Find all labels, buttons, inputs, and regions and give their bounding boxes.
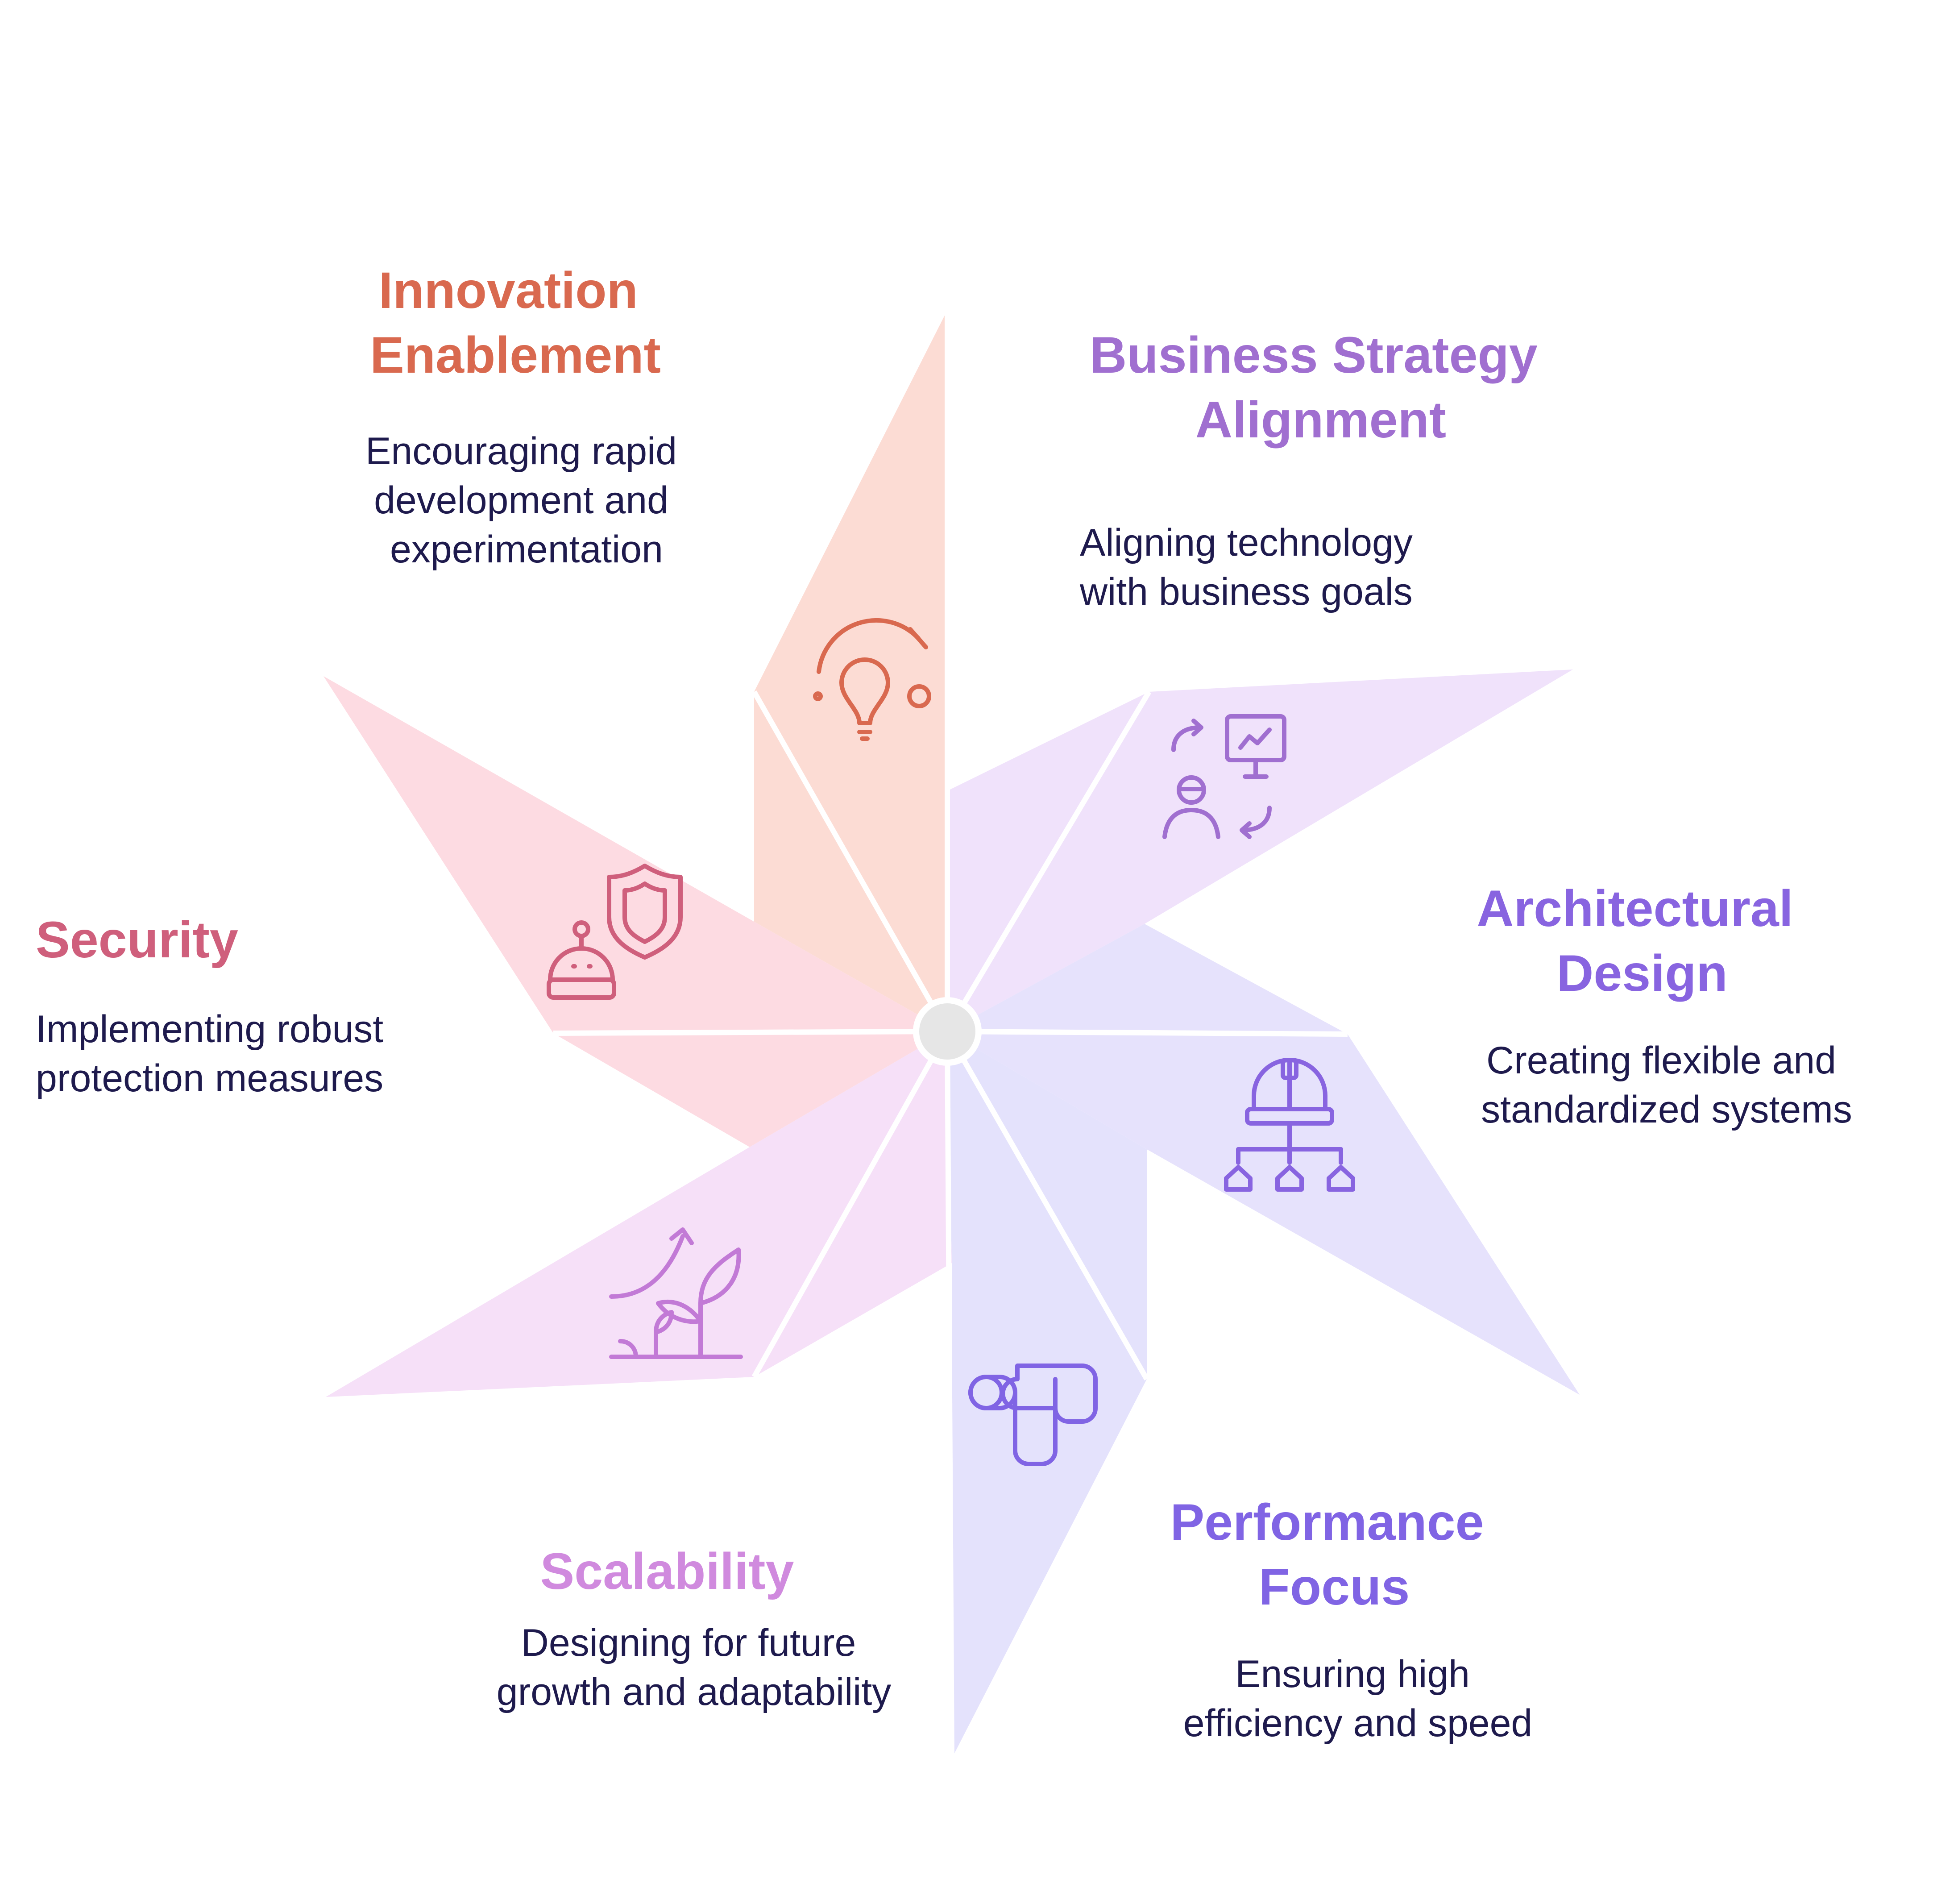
svg-text:Aligning technology with: Aligning technology with business goals bbox=[1079, 521, 1423, 613]
person-presentation-icon bbox=[1162, 714, 1286, 839]
blade-performance bbox=[947, 1031, 1147, 1758]
svg-text:Ensuring high efficiency: Ensuring high efficiency and speed bbox=[1183, 1653, 1533, 1745]
business-desc-line-2: with business goals bbox=[1079, 570, 1413, 613]
svg-text:Implementing robust prot: Implementing robust protection measures bbox=[36, 1008, 394, 1100]
blade-business bbox=[947, 669, 1573, 1031]
innovation-desc-line-2: development and bbox=[374, 479, 668, 522]
segment-architecture: Architectural Design Creating flexible a… bbox=[1477, 880, 1852, 1131]
blade-innovation bbox=[754, 310, 947, 1031]
innovation-title-line-2: Enablement bbox=[370, 327, 661, 384]
svg-text:Encouraging rapid develo: Encouraging rapid development and experi… bbox=[365, 430, 688, 571]
segment-scalability: Scalability Designing for future growth … bbox=[497, 1543, 891, 1713]
plant-growth-icon bbox=[609, 1227, 743, 1359]
performance-desc-line-2: efficiency and speed bbox=[1183, 1702, 1533, 1745]
business-title-line-2: Alignment bbox=[1195, 391, 1446, 449]
hardhat-hierarchy-icon bbox=[1224, 1058, 1355, 1192]
scalability-title-line-1: Scalability bbox=[540, 1543, 794, 1600]
svg-text:Innovation Enablement: Innovation Enablement bbox=[370, 262, 661, 384]
innovation-title-line-1: Innovation bbox=[378, 262, 638, 319]
segment-business: Business Strategy Alignment Aligning tec… bbox=[1079, 327, 1551, 613]
blade-architecture bbox=[947, 924, 1580, 1395]
svg-text:Performance Focus: Performance Focus bbox=[1170, 1494, 1498, 1616]
svg-text:Creating flexible and st: Creating flexible and standardized syste… bbox=[1481, 1039, 1852, 1131]
performance-title-line-2: Focus bbox=[1259, 1559, 1410, 1616]
innovation-desc-line-1: Encouraging rapid bbox=[365, 430, 677, 473]
architecture-title-line-1: Architectural bbox=[1477, 880, 1793, 937]
architecture-title-line-2: Design bbox=[1556, 945, 1727, 1002]
lightbulb-icon bbox=[813, 618, 931, 741]
architecture-desc-line-1: Creating flexible and bbox=[1486, 1039, 1836, 1082]
business-desc-line-1: Aligning technology bbox=[1080, 521, 1413, 564]
blade-security bbox=[324, 676, 947, 1147]
security-desc-line-1: Implementing robust bbox=[36, 1008, 383, 1051]
robot-shield-icon bbox=[547, 864, 683, 1000]
performance-title-line-1: Performance bbox=[1170, 1494, 1484, 1551]
center-hub bbox=[913, 997, 982, 1066]
svg-text:Scalability: Scalability bbox=[540, 1543, 794, 1600]
svg-text:Designing for future gro: Designing for future growth and adaptabi… bbox=[497, 1621, 891, 1713]
svg-text:Architectural Design: Architectural Design bbox=[1477, 880, 1807, 1002]
business-title-line-1: Business Strategy bbox=[1090, 327, 1537, 384]
scalability-desc-line-1: Designing for future bbox=[521, 1621, 856, 1664]
architecture-desc-line-2: standardized systems bbox=[1481, 1088, 1852, 1131]
svg-text:Security: Security bbox=[36, 911, 238, 969]
security-title-line-1: Security bbox=[36, 911, 238, 969]
innovation-desc-line-3: experimentation bbox=[390, 528, 663, 571]
blade-scalability bbox=[326, 1031, 952, 1397]
performance-desc-line-1: Ensuring high bbox=[1235, 1653, 1470, 1696]
segment-innovation: Innovation Enablement Encouraging rapid … bbox=[365, 262, 688, 571]
scalability-desc-line-2: growth and adaptability bbox=[497, 1671, 891, 1713]
segment-security: Security Implementing robust protection … bbox=[36, 911, 394, 1100]
pipe-icon bbox=[968, 1364, 1098, 1466]
svg-text:Business Strategy Alignm: Business Strategy Alignment bbox=[1090, 327, 1551, 449]
segment-performance: Performance Focus Ensuring high efficien… bbox=[1170, 1494, 1532, 1745]
divider-lines bbox=[553, 310, 1348, 1759]
security-desc-line-2: protection measures bbox=[36, 1057, 383, 1100]
